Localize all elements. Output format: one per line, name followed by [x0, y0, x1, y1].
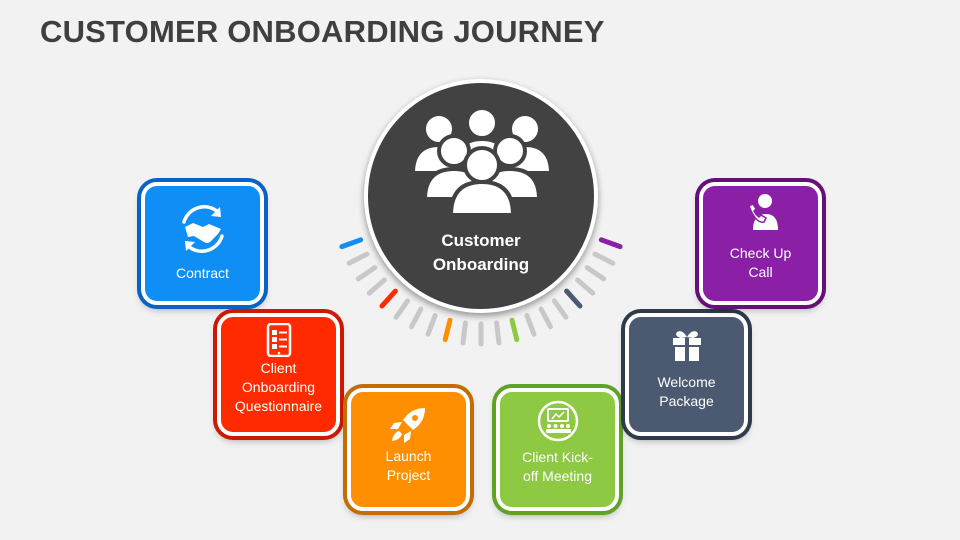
tick-mark	[425, 313, 438, 337]
tick-mark	[355, 265, 378, 282]
tick-mark	[575, 277, 596, 296]
step-label-kickoff-meeting: Client Kick- off Meeting	[522, 449, 593, 484]
tick-mark	[346, 251, 370, 266]
step-card-welcome-package[interactable]: Welcome Package	[625, 313, 748, 436]
people-group-icon	[410, 107, 554, 217]
handshake-icon	[181, 205, 224, 253]
tick-mark	[460, 320, 468, 346]
tick-accent	[564, 288, 583, 309]
checklist-tablet-icon	[266, 323, 291, 357]
meeting-icon	[537, 400, 578, 442]
step-label-questionnaire: Client Onboarding Questionnaire	[234, 360, 323, 414]
tick-mark	[584, 265, 607, 282]
rocket-icon	[389, 408, 425, 443]
page-title: CUSTOMER ONBOARDING JOURNEY	[40, 14, 605, 49]
tick-accent	[509, 317, 520, 343]
step-label-contract: Contract	[176, 265, 229, 281]
tick-mark	[551, 298, 569, 320]
step-label-launch-project: Launch Project	[385, 448, 432, 483]
step-card-kickoff-meeting[interactable]: Client Kick- off Meeting	[496, 388, 619, 511]
hub-circle: Customer Onboarding	[364, 79, 598, 313]
tick-accent	[339, 237, 364, 250]
hub-label: Customer Onboarding	[432, 231, 530, 274]
gift-icon	[672, 331, 701, 361]
step-card-questionnaire[interactable]: Client Onboarding Questionnaire	[217, 313, 340, 436]
tick-mark	[592, 251, 616, 266]
tick-mark	[366, 277, 387, 296]
tick-mark	[524, 313, 537, 337]
step-label-welcome-package: Welcome Package	[657, 374, 716, 409]
tick-accent	[442, 317, 453, 343]
tick-mark	[538, 306, 553, 330]
support-call-icon	[747, 194, 778, 230]
step-label-check-up-call: Check Up Call	[729, 245, 792, 280]
step-card-contract[interactable]: Contract	[141, 182, 264, 305]
tick-accent	[598, 237, 623, 250]
tick-mark	[494, 320, 502, 346]
tick-mark	[393, 298, 411, 320]
step-card-launch-project[interactable]: Launch Project	[347, 388, 470, 511]
step-card-check-up-call[interactable]: Check Up Call	[699, 182, 822, 305]
tick-mark	[409, 306, 424, 330]
tick-accent	[379, 288, 398, 309]
